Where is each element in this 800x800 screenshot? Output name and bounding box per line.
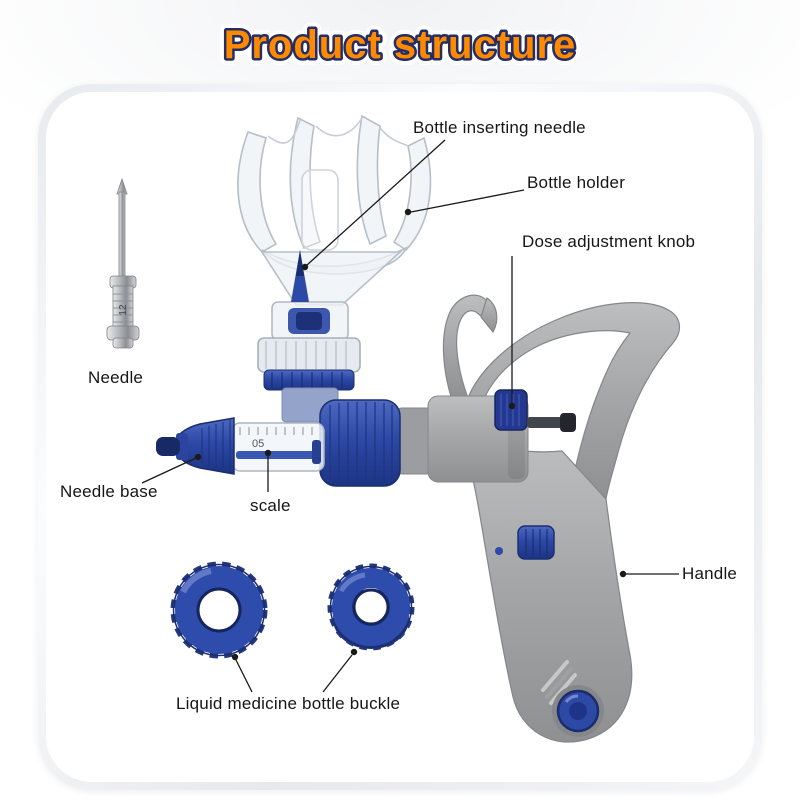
dose-adjustment-knob-part	[427, 389, 576, 560]
barrel-scale-text: 05	[252, 438, 264, 450]
callout-label-dose-adjustment-knob: Dose adjustment knob	[522, 232, 696, 251]
page-title-text: Product structure	[224, 23, 577, 67]
page-title-halo: Product structure	[224, 23, 577, 67]
handle-button	[552, 685, 604, 737]
page-title: Product structure Product structure	[217, 17, 582, 74]
needle-part: 12	[106, 177, 140, 349]
callout-label-needle-base: Needle base	[60, 482, 158, 501]
callout-label-needle: Needle	[88, 368, 144, 387]
callout-label-handle: Handle	[682, 564, 738, 583]
syringe-barrel-part: 05	[231, 399, 437, 487]
callout-label-bottle-holder: Bottle holder	[527, 173, 626, 192]
callout-label-liquid-medicine-bottle-buckle: Liquid medicine bottle buckle	[176, 694, 401, 713]
callout-lines	[141, 139, 679, 693]
buckle-rings-part	[170, 561, 415, 659]
needle-base-part	[156, 417, 235, 475]
needle-hub-text: 12	[118, 304, 129, 316]
callout-label-scale: scale	[250, 496, 291, 515]
handle-part	[442, 294, 680, 743]
bottle-holder-part	[237, 114, 432, 373]
callout-label-bottle-inserting-needle: Bottle inserting needle	[413, 118, 586, 137]
spring-part	[541, 660, 577, 705]
